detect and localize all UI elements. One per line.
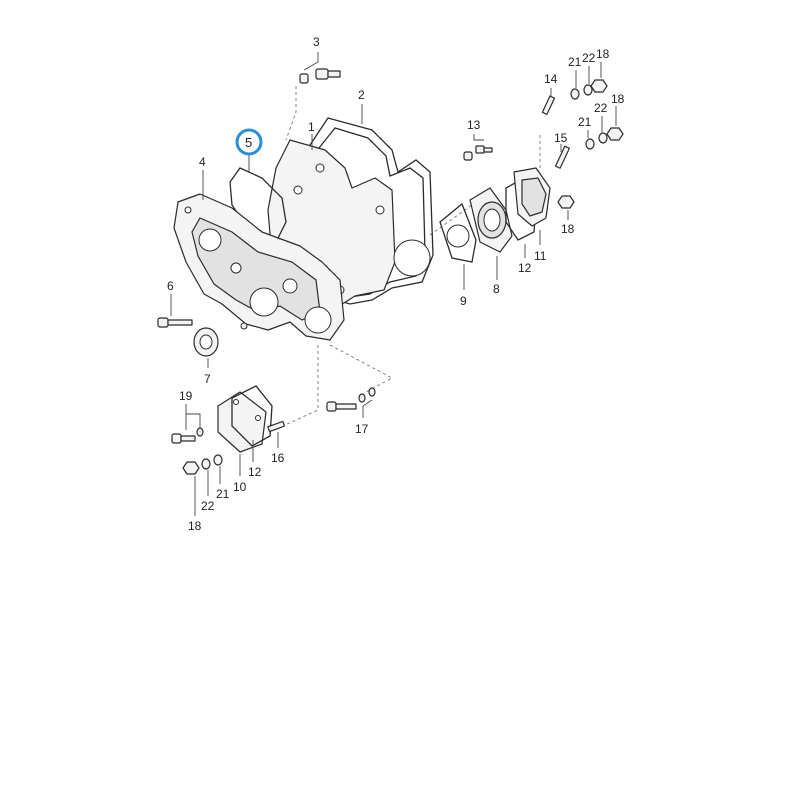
washer-21-mid — [585, 138, 595, 150]
callout-22-lower[interactable]: 22 — [201, 499, 215, 513]
callout-21-top[interactable]: 21 — [568, 55, 582, 69]
callout-3[interactable]: 3 — [313, 35, 320, 49]
bolt-19 — [171, 427, 204, 444]
washer-21-top — [570, 88, 580, 100]
callout-18-lower[interactable]: 18 — [188, 519, 202, 533]
callout-7[interactable]: 7 — [204, 372, 211, 386]
callout-1[interactable]: 1 — [308, 120, 315, 134]
callout-21-lower[interactable]: 21 — [216, 487, 230, 501]
callout-12-lower[interactable]: 12 — [248, 465, 262, 479]
callout-22-top[interactable]: 22 — [582, 51, 596, 65]
leader-lines — [170, 52, 617, 516]
cover-plate-gasket-9 — [439, 202, 477, 263]
stud-15 — [554, 145, 570, 169]
oil-seal — [193, 327, 219, 357]
housing-11 — [513, 167, 551, 227]
washer-22-mid — [598, 132, 608, 144]
callout-17[interactable]: 17 — [355, 422, 369, 436]
nut-18-right — [557, 195, 575, 209]
stud-16 — [267, 420, 286, 433]
callout-6[interactable]: 6 — [167, 279, 174, 293]
callout-labels: 1 2 3 4 5 6 7 8 9 10 11 12 12 13 14 15 1… — [167, 35, 625, 533]
callout-22-mid[interactable]: 22 — [594, 101, 608, 115]
callout-16[interactable]: 16 — [271, 451, 285, 465]
bolt-3 — [299, 68, 341, 84]
gasket-12-lower — [231, 385, 273, 447]
callout-11[interactable]: 11 — [534, 249, 547, 263]
callout-21-mid[interactable]: 21 — [578, 115, 592, 129]
callout-18-mid[interactable]: 18 — [611, 92, 625, 106]
callout-14[interactable]: 14 — [544, 72, 558, 86]
bolt-13 — [463, 145, 493, 161]
bolt-17 — [326, 387, 376, 412]
highlight-ring — [235, 128, 263, 156]
callout-9[interactable]: 9 — [460, 294, 467, 308]
callout-18-right[interactable]: 18 — [561, 222, 575, 236]
nut-18-top — [590, 79, 608, 93]
callout-19[interactable]: 19 — [179, 389, 193, 403]
callout-5[interactable]: 5 — [245, 135, 252, 150]
bolt-6 — [157, 317, 193, 328]
callout-10[interactable]: 10 — [233, 480, 247, 494]
cover-plate-10 — [217, 391, 267, 453]
callout-4[interactable]: 4 — [199, 155, 206, 169]
callout-18-top[interactable]: 18 — [596, 47, 610, 61]
stud-14 — [541, 95, 556, 116]
callout-2[interactable]: 2 — [358, 88, 365, 102]
washer-22-top — [583, 84, 593, 96]
nut-18-lower — [182, 461, 200, 475]
nut-18-mid — [606, 127, 624, 141]
callout-15[interactable]: 15 — [554, 131, 568, 145]
front-timing-cover — [173, 193, 345, 341]
callout-12-right[interactable]: 12 — [518, 261, 532, 275]
washer-21-lower — [213, 454, 223, 466]
callout-13[interactable]: 13 — [467, 118, 481, 132]
washer-22-lower — [201, 458, 211, 470]
callout-8[interactable]: 8 — [493, 282, 500, 296]
